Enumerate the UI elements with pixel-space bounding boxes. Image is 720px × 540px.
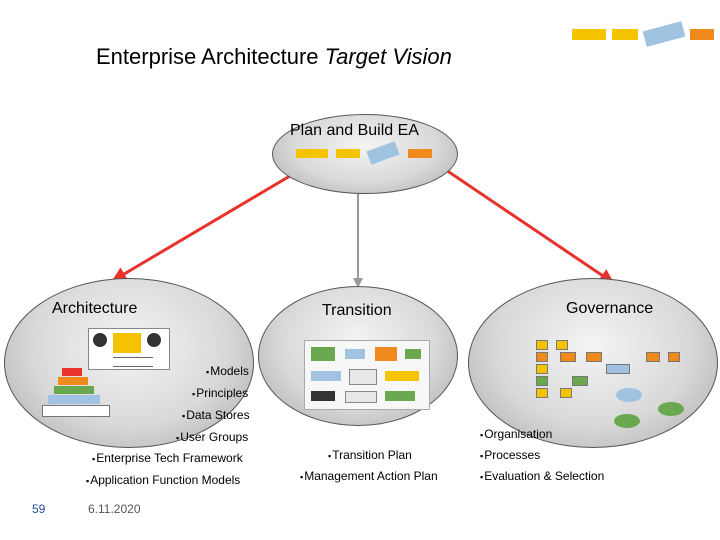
connector-architecture (111, 168, 301, 282)
connector-governance (445, 168, 615, 284)
governance-cycle-thumbnail (608, 386, 688, 432)
architecture-pyramid-thumbnail (42, 368, 112, 420)
hub-process-thumbnail (296, 141, 434, 165)
governance-label: Governance (566, 300, 654, 317)
transition-item-plan: Transition Plan (328, 448, 412, 462)
transition-item-management-action-plan: Management Action Plan (300, 469, 437, 483)
process-chip (642, 21, 686, 47)
transition-plan-thumbnail (304, 340, 430, 410)
governance-item-evaluation-selection: Evaluation & Selection (480, 469, 604, 483)
architecture-item-data-stores: Data Stores (182, 408, 249, 422)
architecture-model-thumbnail (88, 328, 170, 370)
hub-label: Plan and Build EA (290, 122, 419, 139)
process-chip (612, 29, 638, 40)
architecture-item-enterprise-tech-framework: Enterprise Tech Framework (92, 451, 243, 465)
footer-date: 6.11.2020 (88, 502, 141, 516)
process-chip (296, 149, 328, 158)
governance-item-processes: Processes (480, 448, 540, 462)
process-chip (408, 149, 432, 158)
page-number: 59 (32, 502, 46, 516)
process-chip (336, 149, 360, 158)
architecture-item-models: Models (206, 364, 249, 378)
process-strip-thumbnail (572, 21, 714, 47)
governance-process-thumbnail (536, 336, 680, 398)
architecture-label: Architecture (52, 300, 138, 317)
governance-node (468, 278, 718, 448)
architecture-item-principles: Principles (192, 386, 248, 400)
governance-item-organisation: Organisation (480, 427, 552, 441)
process-chip (690, 29, 714, 40)
architecture-item-application-function-models: Application Function Models (86, 473, 240, 487)
process-chip (572, 29, 606, 40)
page-title: Enterprise Architecture Target Vision (96, 44, 452, 69)
transition-label: Transition (322, 302, 392, 319)
architecture-item-user-groups: User Groups (176, 430, 248, 444)
